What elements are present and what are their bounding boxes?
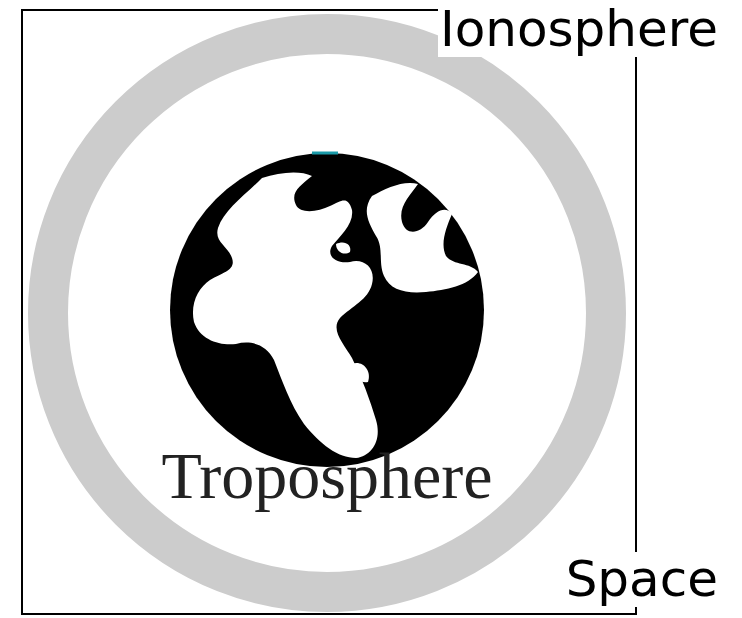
troposphere-label: Troposphere <box>159 440 494 513</box>
frame <box>22 10 636 614</box>
ionosphere-ring <box>48 34 606 592</box>
earth-globe <box>170 153 484 467</box>
ionosphere-label: Ionosphere <box>438 2 720 57</box>
space-label: Space <box>564 552 720 607</box>
